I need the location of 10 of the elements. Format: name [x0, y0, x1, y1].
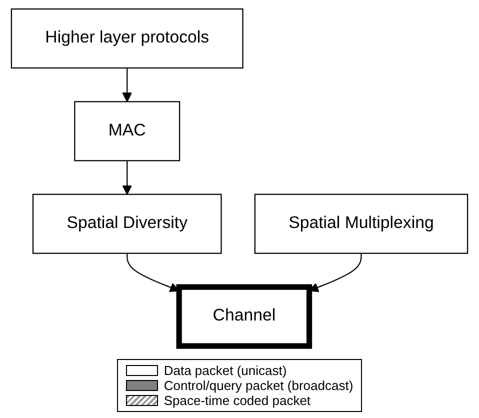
- node-box: Spatial Multiplexing: [254, 194, 468, 254]
- node-box: Higher layer protocols: [10, 8, 244, 69]
- legend-label: Control/query packet (broadcast): [164, 378, 354, 393]
- arrow: [122, 68, 132, 102]
- legend-label: Space-time coded packet: [164, 393, 311, 408]
- arrow: [122, 160, 132, 195]
- legend-label: Data packet (unicast): [164, 363, 287, 378]
- node-box: MAC: [74, 101, 180, 162]
- node-box: Spatial Diversity: [32, 194, 222, 254]
- node-box: Channel: [176, 284, 312, 349]
